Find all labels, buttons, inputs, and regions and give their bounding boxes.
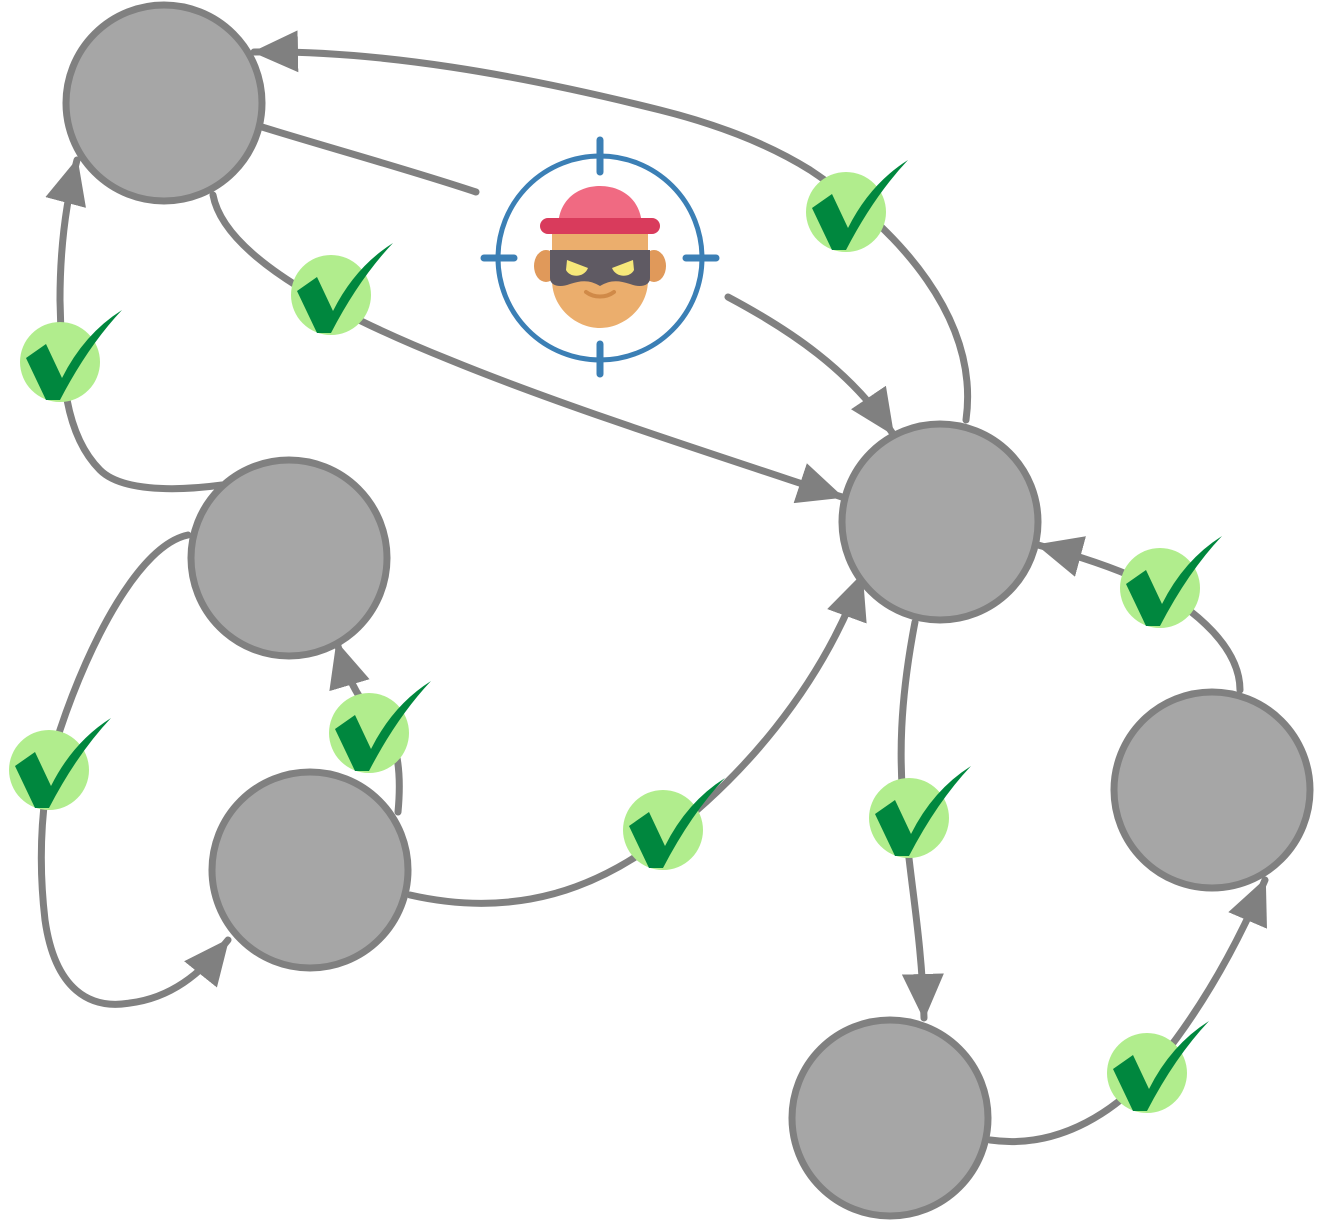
edge-n2-to-n1	[45, 156, 226, 493]
edge-n2-to-n3	[37, 531, 232, 1008]
checkmark-icon	[329, 681, 431, 773]
checkmark-icon	[806, 160, 908, 252]
graph-node	[208, 768, 412, 972]
graph-node	[187, 456, 391, 660]
graph-node	[838, 420, 1042, 624]
nodes	[62, 1, 1314, 1220]
edge-n1-to-n5-attacked-end	[724, 293, 897, 438]
checkmark-icon	[1120, 536, 1222, 628]
edge-n1-to-n5-attacked-start	[258, 123, 480, 196]
checkmark-icon	[869, 766, 971, 858]
edge-n1-to-n5	[209, 191, 846, 504]
graph-node	[788, 1016, 992, 1220]
checkmark-icon	[623, 778, 725, 870]
checkmark-icon	[20, 310, 122, 402]
checkmark-icon	[9, 718, 111, 810]
verified-checks	[9, 160, 1222, 1113]
edge-n5-to-n1	[250, 30, 971, 424]
checkmark-icon	[291, 243, 393, 335]
checkmark-icon	[1107, 1021, 1209, 1113]
thief-icon	[534, 186, 666, 328]
graph-node	[1110, 688, 1314, 892]
graph-node	[62, 1, 266, 205]
attacker-target-icon	[480, 136, 720, 378]
